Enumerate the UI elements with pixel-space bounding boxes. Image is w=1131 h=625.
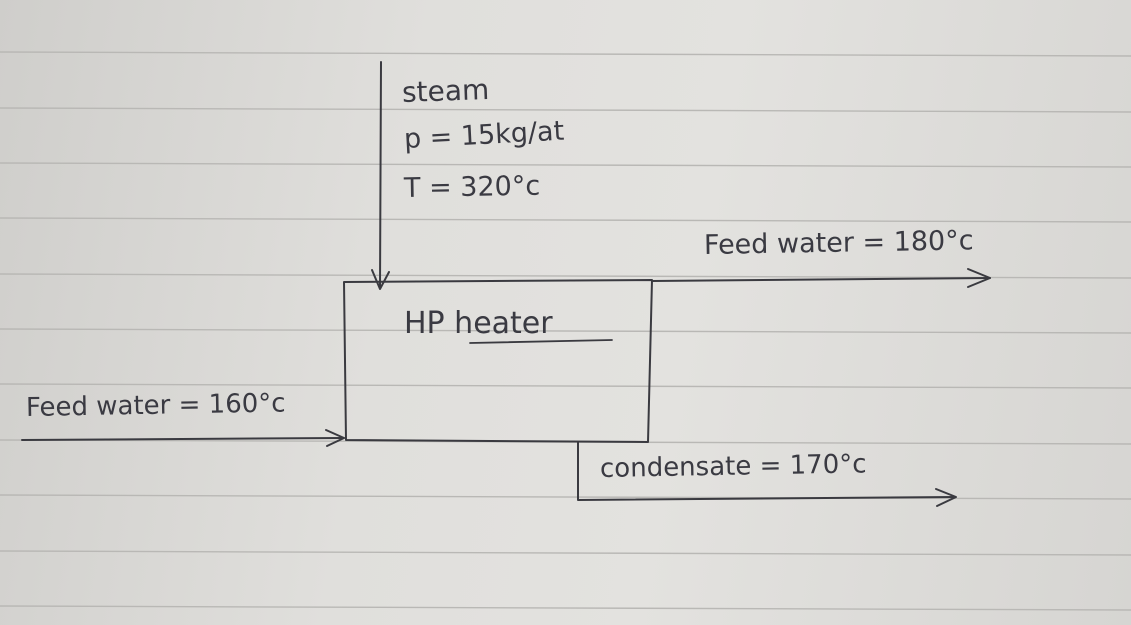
condensate-arrow — [577, 441, 957, 507]
steam-temperature-label: T = 320°c — [403, 170, 541, 204]
feed-water-in-label: Feed water = 160°c — [25, 388, 286, 423]
heater-label-underline — [469, 339, 613, 344]
heater-box — [343, 279, 653, 443]
condensate-label: condensate = 170°c — [599, 449, 867, 484]
feed-water-out-label: Feed water = 180°c — [703, 225, 974, 261]
steam-arrow — [371, 61, 390, 290]
feed-water-in-arrow — [21, 429, 345, 447]
feed-water-out-arrow — [651, 268, 991, 288]
heater-label: HP heater — [404, 306, 553, 341]
steam-label: steam — [401, 72, 490, 109]
